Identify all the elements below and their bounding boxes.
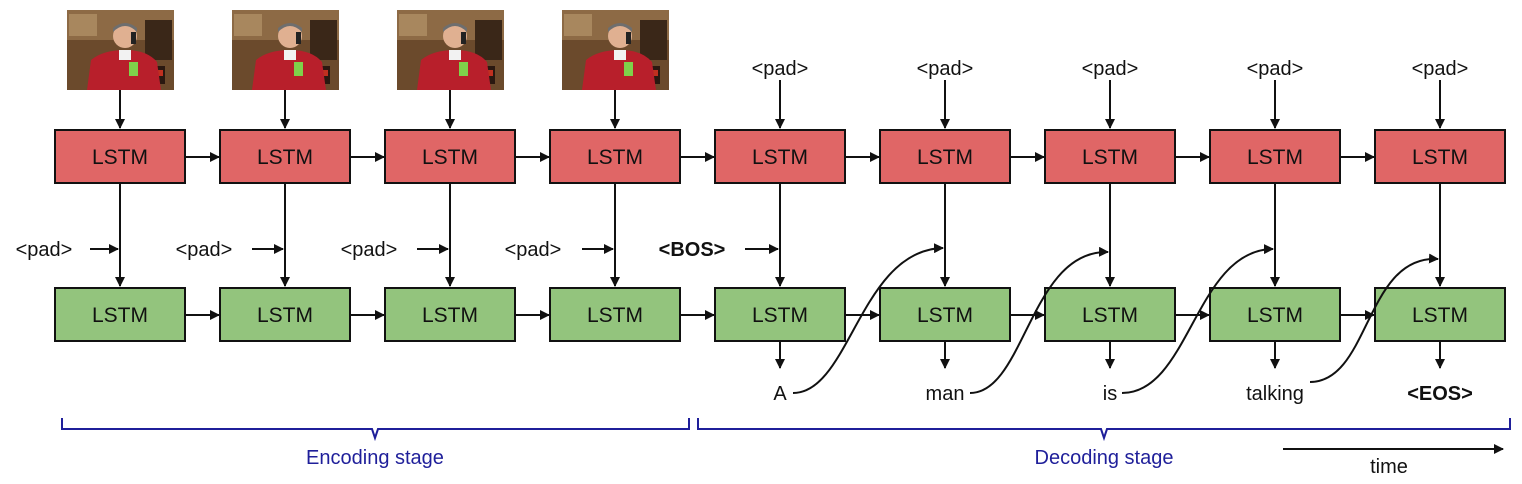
- lstm-label: LSTM: [1082, 304, 1138, 327]
- lstm-bottom-6: LSTM: [879, 287, 1011, 342]
- lstm-top-3: LSTM: [384, 129, 516, 184]
- lstm-label: LSTM: [92, 304, 148, 327]
- dec-top-input-3: <pad>: [1082, 58, 1139, 80]
- encoding-stage-brace: Encoding stage: [61, 418, 690, 469]
- output-word-2: man: [926, 383, 965, 405]
- decoding-stage-label: Decoding stage: [1035, 447, 1174, 469]
- lstm-bottom-1: LSTM: [54, 287, 186, 342]
- decoding-outputs: A man is talking <EOS>: [773, 383, 1472, 405]
- dec-top-input-1: <pad>: [752, 58, 809, 80]
- video-frame-2: [232, 10, 339, 90]
- lstm-label: LSTM: [1412, 146, 1468, 169]
- enc-pad-4: <pad>: [505, 239, 562, 261]
- dec-top-input-5: <pad>: [1412, 58, 1469, 80]
- video-frame-1: [67, 10, 174, 90]
- time-axis: time: [1283, 444, 1504, 478]
- lstm-label: LSTM: [752, 146, 808, 169]
- lstm-top-1: LSTM: [54, 129, 186, 184]
- lstm-label: LSTM: [1247, 304, 1303, 327]
- lstm-label: LSTM: [587, 304, 643, 327]
- time-label: time: [1370, 456, 1408, 478]
- enc-pad-2: <pad>: [176, 239, 233, 261]
- top-input-arrows: [115, 80, 1445, 129]
- lstm-bottom-9: LSTM: [1374, 287, 1506, 342]
- lstm-top-9: LSTM: [1374, 129, 1506, 184]
- video-frame-3: [397, 10, 504, 90]
- lstm-label: LSTM: [1247, 146, 1303, 169]
- bos-input: <BOS>: [659, 239, 779, 261]
- video-frames: [67, 10, 669, 90]
- output-word-4: talking: [1246, 383, 1304, 405]
- lstm-label: LSTM: [257, 304, 313, 327]
- enc-pad-1: <pad>: [16, 239, 73, 261]
- lstm-label: LSTM: [752, 304, 808, 327]
- lstm-label: LSTM: [587, 146, 643, 169]
- encoding-stage-label: Encoding stage: [306, 447, 444, 469]
- lstm-bottom-5: LSTM: [714, 287, 846, 342]
- lstm-bottom-4: LSTM: [549, 287, 681, 342]
- lstm-label: LSTM: [1082, 146, 1138, 169]
- output-word-1: A: [773, 383, 787, 405]
- output-word-5: <EOS>: [1407, 383, 1473, 405]
- feedback-curves: [792, 243, 1439, 394]
- top-lstm-row: LSTM LSTM LSTM LSTM LSTM LSTM LSTM LSTM: [54, 129, 1506, 184]
- lstm-label: LSTM: [917, 304, 973, 327]
- enc-pad-3: <pad>: [341, 239, 398, 261]
- video-frame-4: [562, 10, 669, 90]
- lstm-top-8: LSTM: [1209, 129, 1341, 184]
- dec-top-input-4: <pad>: [1247, 58, 1304, 80]
- output-arrows: [775, 341, 1445, 369]
- lstm-bottom-3: LSTM: [384, 287, 516, 342]
- bottom-lstm-row: LSTM LSTM LSTM LSTM LSTM LSTM LSTM LSTM: [54, 287, 1506, 342]
- inter-layer-arrows: [115, 183, 1445, 287]
- lstm-top-2: LSTM: [219, 129, 351, 184]
- lstm-label: LSTM: [257, 146, 313, 169]
- lstm-label: LSTM: [422, 146, 478, 169]
- output-word-3: is: [1103, 383, 1117, 405]
- bos-token: <BOS>: [659, 239, 726, 261]
- lstm-top-5: LSTM: [714, 129, 846, 184]
- lstm-label: LSTM: [422, 304, 478, 327]
- decoding-stage-brace: Decoding stage: [697, 418, 1511, 469]
- lstm-top-6: LSTM: [879, 129, 1011, 184]
- lstm-top-7: LSTM: [1044, 129, 1176, 184]
- lstm-label: LSTM: [917, 146, 973, 169]
- lstm-top-4: LSTM: [549, 129, 681, 184]
- dec-top-input-2: <pad>: [917, 58, 974, 80]
- lstm-bottom-7: LSTM: [1044, 287, 1176, 342]
- lstm-label: LSTM: [92, 146, 148, 169]
- lstm-label: LSTM: [1412, 304, 1468, 327]
- encoding-bottom-inputs: <pad> <pad> <pad> <pad>: [16, 239, 614, 261]
- decoding-top-inputs: <pad> <pad> <pad> <pad> <pad>: [752, 58, 1469, 80]
- lstm-bottom-2: LSTM: [219, 287, 351, 342]
- lstm-bottom-8: LSTM: [1209, 287, 1341, 342]
